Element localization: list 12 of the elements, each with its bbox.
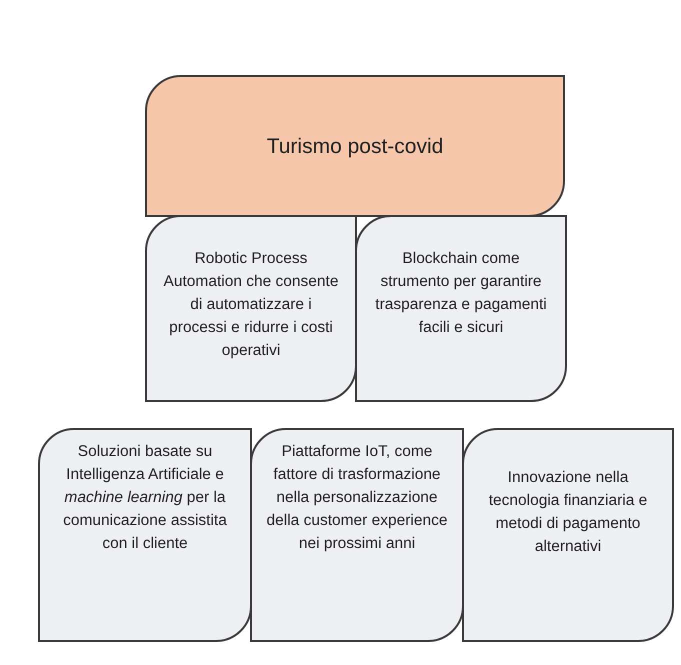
topic-box [462, 428, 674, 642]
topic-box [38, 428, 252, 642]
title-text: Turismo post-covid [266, 134, 444, 158]
topic-text: Robotic Process Automation che consente di automatizzare i processi e ridurre i costi operativi [162, 249, 340, 361]
topic-text: Piattaforme IoT, come fattore di trasformazione nella personalizzazione della customer experience nei prossimi anni [266, 442, 448, 554]
title-box [145, 75, 565, 217]
topic-text: Soluzioni basate su Intelligenza Artificiale e machine learning per la comunicazione assistita con il cliente [62, 442, 228, 554]
topic-box [355, 215, 567, 402]
topic-box [145, 215, 357, 402]
topic-text: Blockchain come strumento per garantire trasparenza e pagamenti facili e sicuri [374, 249, 548, 338]
topic-text: Innovazione nella tecnologia finanziaria e metodi di pagamento alternativi [488, 468, 648, 557]
topic-box [250, 428, 464, 642]
